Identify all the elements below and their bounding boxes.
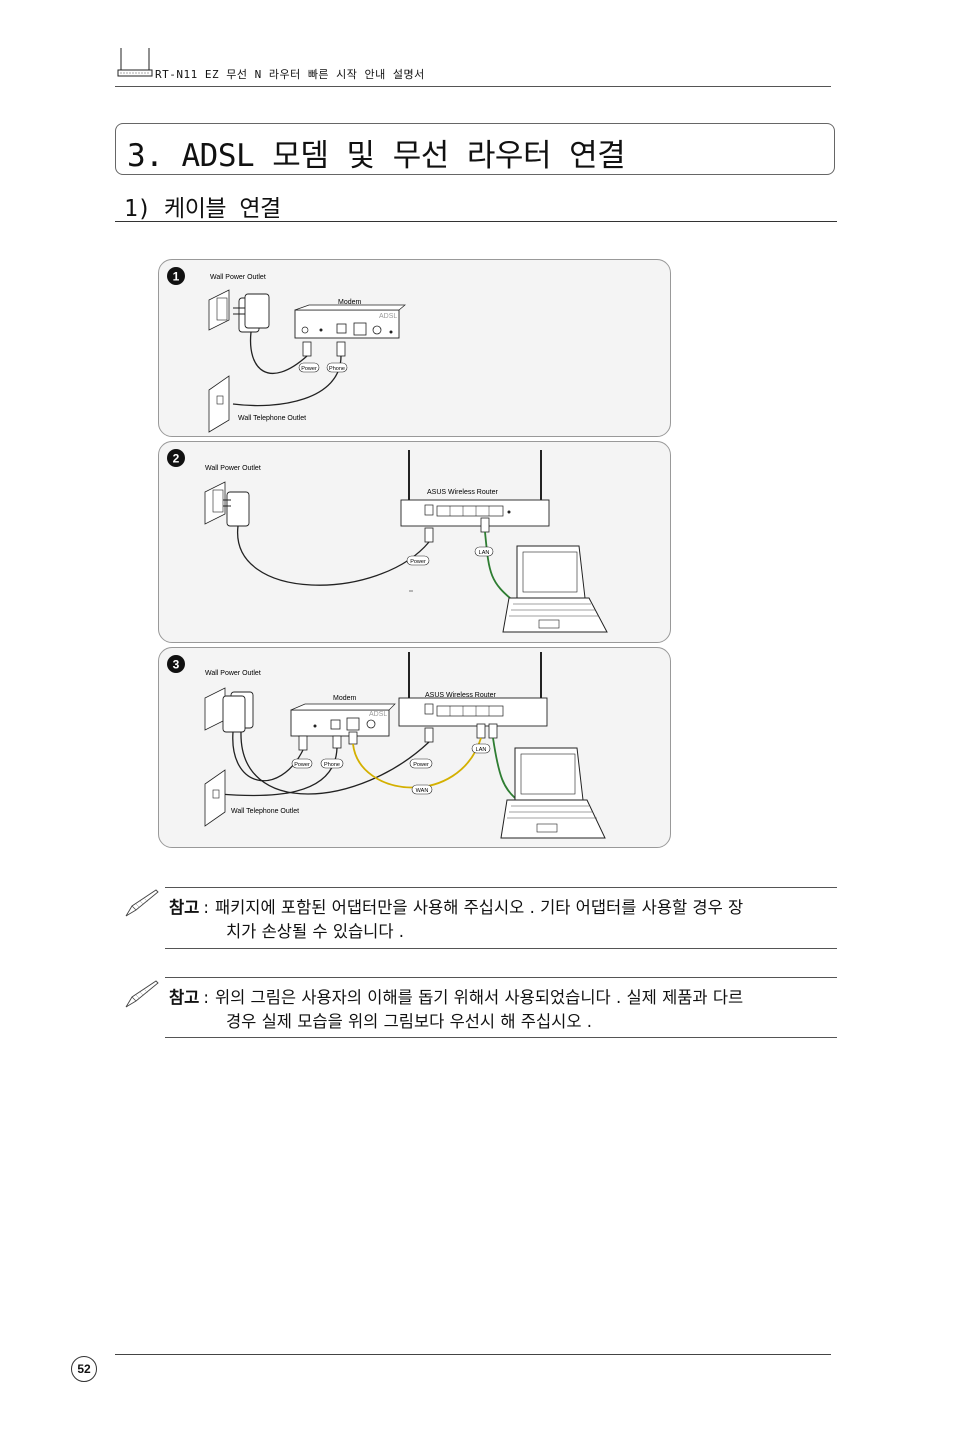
wall-power-outlet-label: Wall Power Outlet (210, 274, 266, 281)
note-line-2: 치가 손상될 수 있습니다 . (226, 922, 405, 941)
wall-telephone-outlet-icon (208, 375, 230, 433)
power-adapter-icon (223, 491, 250, 527)
modem-icon: ADSL (290, 703, 396, 737)
wall-telephone-outlet-icon (204, 769, 226, 827)
note-block-1: 참고:패키지에 포함된 어댑터만을 사용해 주십시오 . 기타 어댑터를 사용할… (165, 887, 837, 949)
router-logo-icon (117, 48, 153, 77)
power-tag: Power (301, 366, 317, 372)
lan-tag: LAN (476, 747, 487, 753)
lan-plug-icon (480, 517, 490, 533)
wall-power-outlet-label: Wall Power Outlet (205, 465, 261, 472)
modem-brand-label: ADSL (379, 313, 397, 320)
wall-telephone-outlet-label: Wall Telephone Outlet (238, 415, 306, 422)
wall-power-outlet-label: Wall Power Outlet (205, 670, 261, 677)
note-label: 참고 (169, 988, 200, 1007)
note-line-1: 위의 그림은 사용자의 이해를 돕기 위해서 사용되었습니다 . 실제 제품과 … (214, 988, 744, 1007)
step2-diagram: 2 Wall Power Outlet ASUS Wireless Router (167, 449, 608, 633)
section-title: 1) 케이블 연결 (124, 196, 281, 222)
diagram-step-3: 3 Wall Power Outlet Modem ASUS Wireless … (158, 647, 671, 848)
wireless-router-icon (400, 450, 550, 527)
diagram-step-2: 2 Wall Power Outlet ASUS Wireless Router (158, 441, 671, 643)
phone-tag: Phone (324, 762, 340, 768)
phone-plug-icon (336, 341, 346, 357)
note-line-1: 패키지에 포함된 어댑터만을 사용해 주십시오 . 기타 어댑터를 사용할 경우… (214, 898, 744, 917)
power-tag: Power (294, 762, 310, 768)
modem-brand-label: ADSL (369, 711, 387, 718)
modem-label: Modem (333, 695, 357, 702)
phone-tag: Phone (329, 366, 345, 372)
power-tag: Power (410, 559, 426, 565)
chapter-title: 3. ADSL 모뎀 및 무선 라우터 연결 (127, 138, 626, 174)
router-power-plug-icon (424, 527, 434, 543)
wall-power-outlet-icon (204, 481, 226, 525)
wireless-router-icon (398, 652, 548, 727)
pen-note-icon (125, 889, 159, 917)
note-label: 참고 (169, 898, 200, 917)
power-plug-icon (302, 341, 312, 357)
diagram-step-1: 1 Wall Power Outlet Modem Wall Telephone… (158, 259, 671, 437)
pen-note-icon (125, 980, 159, 1008)
wall-telephone-outlet-label: Wall Telephone Outlet (231, 808, 299, 815)
router-label: ASUS Wireless Router (427, 489, 498, 496)
power-adapter-icon (233, 293, 270, 333)
laptop-icon (500, 747, 606, 839)
note-text: 참고:패키지에 포함된 어댑터만을 사용해 주십시오 . 기타 어댑터를 사용할… (169, 896, 827, 944)
laptop-icon (502, 545, 608, 633)
header-title: RT-N11 EZ 무선 N 라우터 빠른 시작 안내 설명서 (155, 68, 425, 81)
step3-diagram: 3 Wall Power Outlet Modem ASUS Wireless … (167, 652, 606, 839)
note-line-2: 경우 실제 모습을 위의 그림보다 우선시 해 주십시오 . (226, 1012, 592, 1031)
wan-tag: WAN (416, 788, 429, 794)
section-divider (115, 221, 837, 222)
modem-icon: ADSL (294, 304, 406, 339)
wall-power-outlet-icon (204, 687, 226, 731)
step-number: 2 (173, 452, 180, 466)
header-divider (115, 86, 831, 87)
step1-diagram: 1 Wall Power Outlet Modem Wall Telephone… (167, 267, 406, 433)
footer-divider (115, 1354, 831, 1355)
modem-label: Modem (338, 299, 362, 306)
note-block-2: 참고:위의 그림은 사용자의 이해를 돕기 위해서 사용되었습니다 . 실제 제… (165, 977, 837, 1038)
page-number: 52 (71, 1356, 97, 1382)
router-label: ASUS Wireless Router (425, 692, 496, 699)
step-number-badge (167, 267, 185, 285)
note-text: 참고:위의 그림은 사용자의 이해를 돕기 위해서 사용되었습니다 . 실제 제… (169, 986, 827, 1034)
lan-tag: LAN (479, 550, 490, 556)
power-adapter-icon (222, 691, 254, 733)
router-power-tag: Power (413, 762, 429, 768)
chapter-title-box (115, 123, 835, 175)
wall-power-outlet-icon (208, 289, 230, 331)
step-number: 1 (173, 270, 180, 284)
step-number: 3 (173, 658, 180, 672)
